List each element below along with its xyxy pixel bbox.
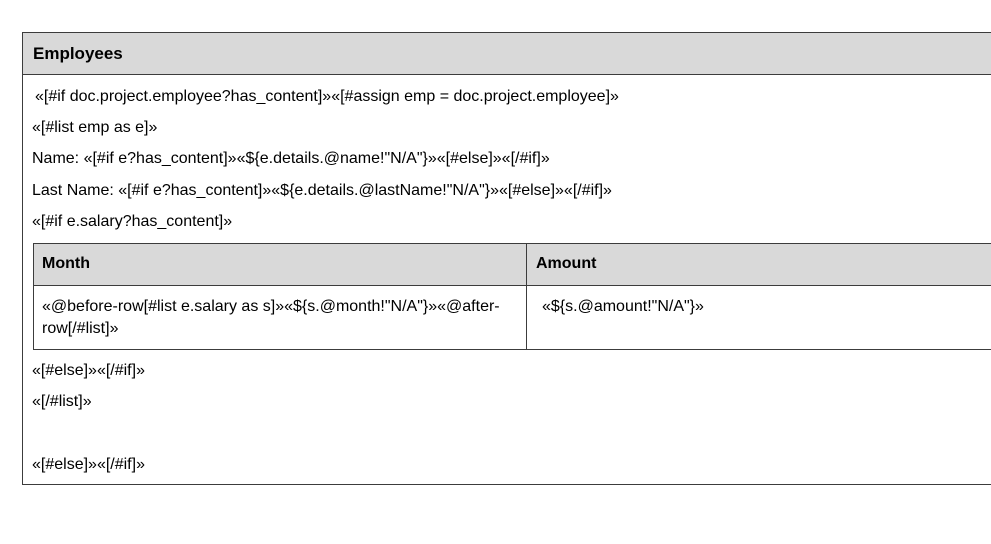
template-line-last-name: Last Name: «[#if e?has_content]»«${e.det…: [32, 182, 612, 199]
employees-table-header: Employees: [23, 33, 991, 75]
salary-header-amount: Amount: [536, 255, 597, 272]
salary-cell-month-line2: row[/#list]»: [42, 320, 119, 337]
template-line-if-salary: «[#if e.salary?has_content]»: [32, 213, 233, 230]
salary-cell-month: «@before-row[#list e.salary as s]»«${s.@…: [42, 296, 517, 340]
salary-table: Month Amount «@before-row[#list e.salary…: [33, 243, 991, 350]
salary-table-column-divider: [526, 244, 527, 349]
template-line-else-if-2: «[#else]»«[/#if]»: [32, 456, 145, 473]
employees-table-title: Employees: [33, 43, 123, 63]
salary-cell-amount: «${s.@amount!"N/A"}»: [542, 298, 704, 315]
salary-header-month: Month: [42, 255, 90, 272]
template-line-list-emp: «[#list emp as e]»: [32, 119, 158, 136]
template-line-else-if-1: «[#else]»«[/#if]»: [32, 362, 145, 379]
template-line-end-list: «[/#list]»: [32, 393, 92, 410]
template-line-if-employee: «[#if doc.project.employee?has_content]»…: [35, 88, 619, 105]
salary-cell-month-line1: «@before-row[#list e.salary as s]»«${s.@…: [42, 298, 500, 315]
employees-table: Employees «[#if doc.project.employee?has…: [22, 32, 991, 485]
template-line-name: Name: «[#if e?has_content]»«${e.details.…: [32, 150, 550, 167]
salary-table-header: [34, 244, 991, 286]
